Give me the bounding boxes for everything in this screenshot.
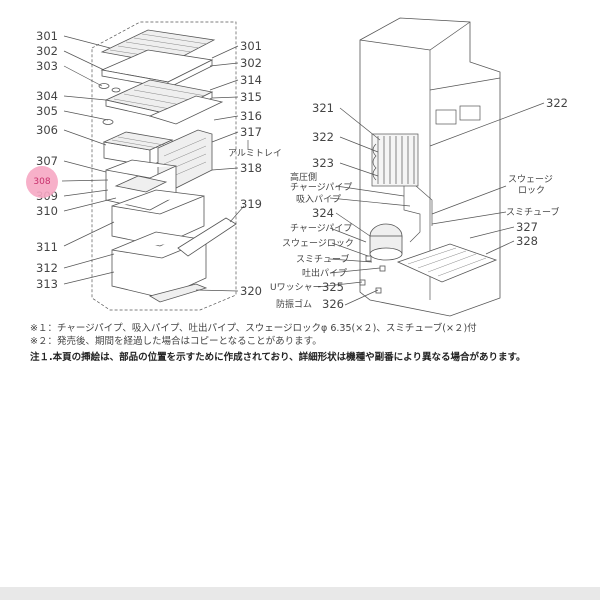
part-label-328: 328: [516, 234, 538, 248]
highlighted-part-badge-308[interactable]: 308: [26, 166, 58, 198]
part-label-324: 324: [312, 206, 334, 220]
sumi-tube-label-1: スミチューブ: [296, 253, 349, 265]
shelf-exploded-view: 301 302 303 304 305 306 307 309 310 311 …: [36, 21, 282, 311]
part-label-322: 322: [312, 130, 334, 144]
swage-lock-label-1: スウェージロック: [282, 238, 354, 249]
part-label-314: 314: [240, 73, 262, 87]
swage-lock-label-2b: ロック: [518, 185, 545, 196]
part-label-311: 311: [36, 240, 58, 254]
part-label-320: 320: [240, 284, 262, 298]
discharge-pipe-label: 吐出パイプ: [302, 267, 347, 279]
part-label-301: 301: [36, 29, 58, 43]
charge-pipe-label-2: チャージパイプ: [290, 223, 352, 234]
part-label-315: 315: [240, 90, 262, 104]
disclaimer-note: 注１.本頁の挿絵は、部品の位置を示すために作成されており、詳細形状は機種や副番に…: [30, 352, 526, 363]
part-label-303: 303: [36, 59, 58, 73]
part-label-316: 316: [240, 109, 262, 123]
vibration-rubber-label: 防振ゴム: [276, 298, 312, 310]
u-washer-label: Uワッシャー: [270, 283, 322, 293]
sumi-tube-label-2: スミチューブ: [506, 206, 559, 218]
part-label-305: 305: [36, 104, 58, 118]
high-side-label: 高圧側: [290, 171, 317, 183]
part-label-322-top: 322: [546, 96, 568, 110]
part-label-312: 312: [36, 261, 58, 275]
part-label-302: 302: [36, 44, 58, 58]
part-label-304: 304: [36, 89, 58, 103]
part-label-317: 317: [240, 125, 262, 139]
part-label-302-right: 302: [240, 56, 262, 70]
part-label-306: 306: [36, 123, 58, 137]
part-label-327: 327: [516, 220, 538, 234]
part-label-313: 313: [36, 277, 58, 291]
refrigeration-cycle-view: 321 322 322 323 高圧側 チャージパイプ 吸入パイプ 324 チャ…: [270, 17, 568, 317]
footnote-1: ※１：チャージパイプ、吸入パイプ、吐出パイプ、スウェージロックφ 6.35(×２…: [30, 323, 477, 334]
part-label-326: 326: [322, 297, 344, 311]
part-label-310: 310: [36, 204, 58, 218]
highlighted-part-label: 308: [33, 177, 51, 187]
part-label-321: 321: [312, 101, 334, 115]
part-label-307: 307: [36, 154, 58, 168]
part-label-318: 318: [240, 161, 262, 175]
part-label-323: 323: [312, 156, 334, 170]
suction-pipe-label: 吸入パイプ: [296, 194, 341, 205]
part-label-325: 325: [322, 280, 344, 294]
footnote-2: ※２：発売後、期間を経過した場合はコピーとなることがあります。: [30, 336, 322, 347]
part-label-301-right: 301: [240, 39, 262, 53]
footer-bar: [0, 587, 600, 600]
aluminum-tray-label: アルミトレイ: [228, 149, 282, 159]
parts-diagram: 301 302 303 304 305 306 307 309 310 311 …: [36, 17, 568, 317]
charge-pipe-label-1: チャージパイプ: [290, 182, 352, 193]
swage-lock-label-2a: スウェージ: [508, 174, 553, 185]
part-label-319: 319: [240, 197, 262, 211]
